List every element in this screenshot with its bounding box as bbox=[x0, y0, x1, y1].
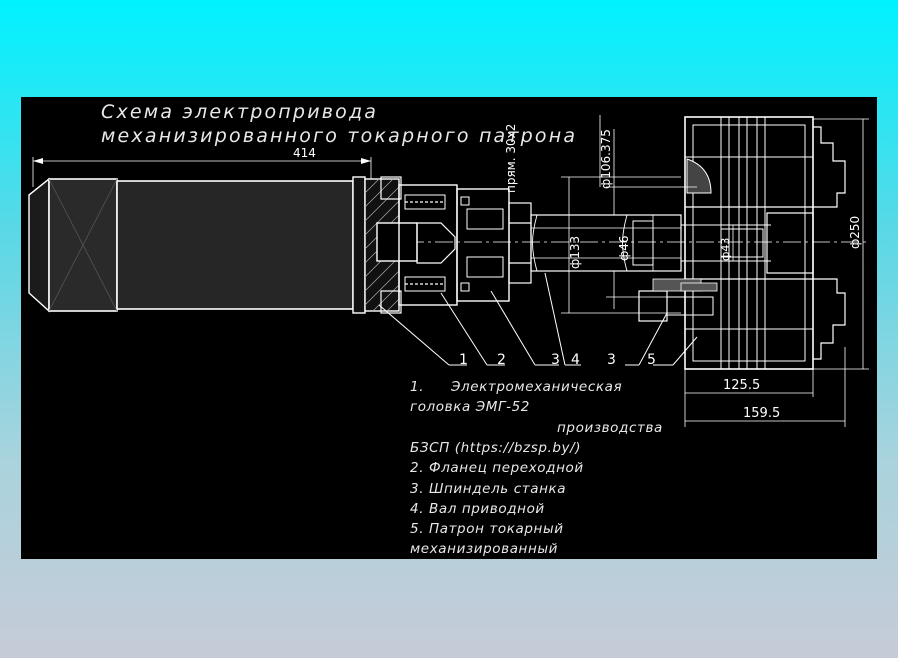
callout-4: 4 bbox=[571, 352, 580, 368]
callout-3b: 3 bbox=[607, 352, 616, 368]
callout-2: 2 bbox=[497, 352, 506, 368]
legend-item-1-a: Электромеханическая bbox=[451, 379, 623, 395]
legend-item-5-a: 5. Патрон токарный bbox=[410, 521, 564, 537]
callout-3: 3 bbox=[551, 352, 560, 368]
legend-item-3: 3. Шпиндель станка bbox=[410, 481, 567, 497]
technical-drawing: 414 прям. 30х2 ф106.375 ф133 ф46 ф43 ф25… bbox=[28, 115, 869, 427]
title-line-2: механизированного токарного патрона bbox=[101, 125, 578, 147]
legend-item-1-b: головка ЭМГ-52 bbox=[410, 399, 530, 415]
machine-spindle bbox=[398, 184, 532, 306]
title-line-1: Схема электропривода bbox=[101, 101, 379, 123]
legend-item-1-number: 1. bbox=[410, 379, 425, 395]
legend-item-2: 2. Фланец переходной bbox=[410, 460, 584, 476]
dim-125-label: 125.5 bbox=[723, 378, 760, 393]
dim-46-label: ф46 bbox=[617, 235, 631, 261]
callout-1: 1 bbox=[459, 352, 468, 368]
legend-item-1-c: производства bbox=[557, 420, 663, 436]
dimension-414 bbox=[32, 157, 372, 187]
diameter-dimensions bbox=[561, 115, 869, 370]
dim-159-label: 159.5 bbox=[743, 406, 780, 421]
dim-250-label: ф250 bbox=[848, 216, 862, 249]
drive-shaft bbox=[530, 214, 771, 272]
dim-414-label: 414 bbox=[293, 146, 316, 160]
bottom-dimensions bbox=[684, 347, 846, 427]
drawing-frame: 414 прям. 30х2 ф106.375 ф133 ф46 ф43 ф25… bbox=[21, 97, 877, 559]
dim-106-label: ф106.375 bbox=[599, 129, 613, 189]
callout-leaders bbox=[378, 272, 698, 366]
dim-rect-profile-label: прям. 30х2 bbox=[504, 124, 518, 193]
legend-item-4: 4. Вал приводной bbox=[410, 501, 545, 517]
lathe-chuck bbox=[638, 116, 846, 370]
dim-133-label: ф133 bbox=[568, 236, 582, 269]
electromechanical-head bbox=[28, 176, 366, 314]
legend-item-5-b: механизированный bbox=[410, 541, 559, 557]
legend-item-1-d: БЗСП (https://bzsp.by/) bbox=[410, 440, 582, 456]
dim-43-label: ф43 bbox=[719, 238, 732, 261]
adapter-flange bbox=[364, 176, 418, 314]
callout-5: 5 bbox=[647, 352, 656, 368]
